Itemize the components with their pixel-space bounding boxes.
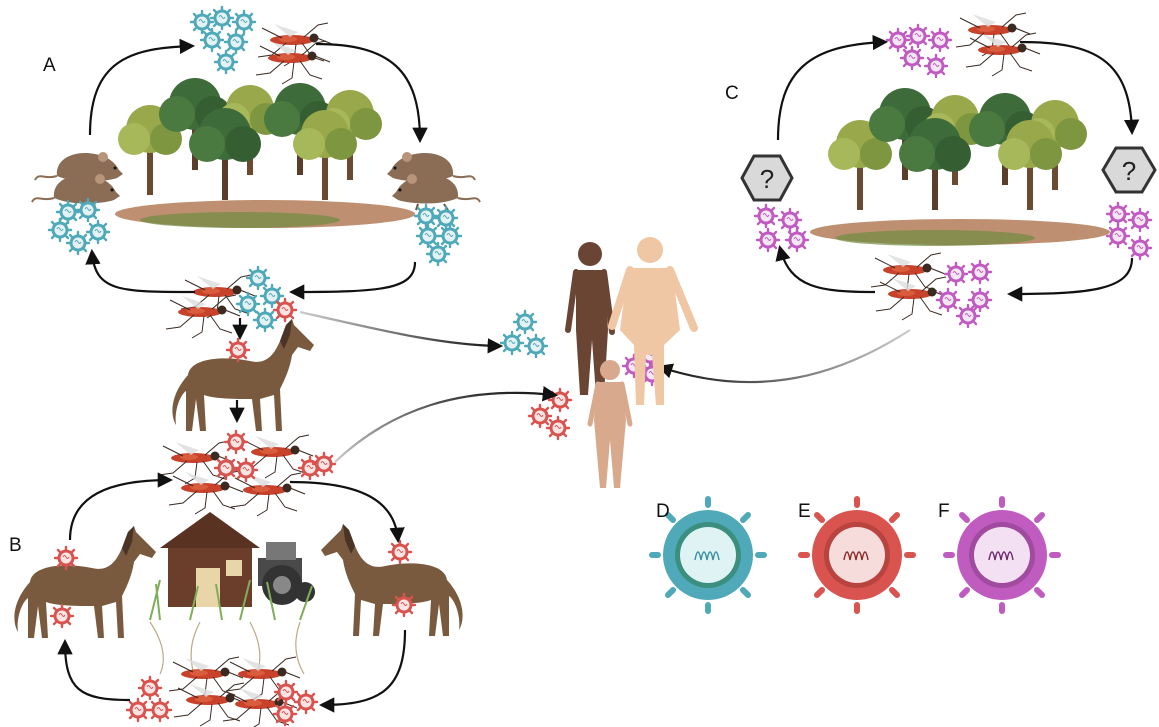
panel-label-d: D [656, 502, 670, 521]
horse-icon [321, 524, 463, 636]
cycle-b [14, 299, 571, 727]
forest-illustration-a [115, 78, 415, 228]
mosquito-icon [231, 473, 305, 516]
forest-illustration-c [810, 88, 1110, 246]
mosquito-icon [256, 41, 330, 84]
unknown-host-mark: ? [760, 164, 774, 194]
tractor-icon [258, 542, 315, 605]
horse-icon [172, 319, 314, 431]
unknown-host-mark: ? [1122, 156, 1136, 186]
panel-label-f: F [938, 502, 950, 521]
cycle-a [32, 7, 480, 338]
panel-label-e: E [798, 502, 811, 521]
question-hexagon-icon: ? [742, 156, 792, 200]
virus-cluster-teal-human [501, 311, 547, 357]
panel-label-c: C [725, 84, 739, 103]
horse-icon [14, 526, 156, 638]
panel-label-a: A [43, 56, 56, 75]
cycle-c: ? ? [623, 13, 1155, 385]
mosquito-icon [169, 471, 243, 514]
question-hexagon-icon: ? [1103, 148, 1155, 192]
mosquito-icon [166, 295, 240, 338]
virus-cluster-purple [623, 25, 1151, 385]
virion-f [946, 499, 1058, 611]
virion-e [801, 499, 913, 611]
house-icon [160, 512, 260, 607]
panel-label-b: B [9, 536, 22, 555]
virus-cluster-red [51, 299, 571, 725]
